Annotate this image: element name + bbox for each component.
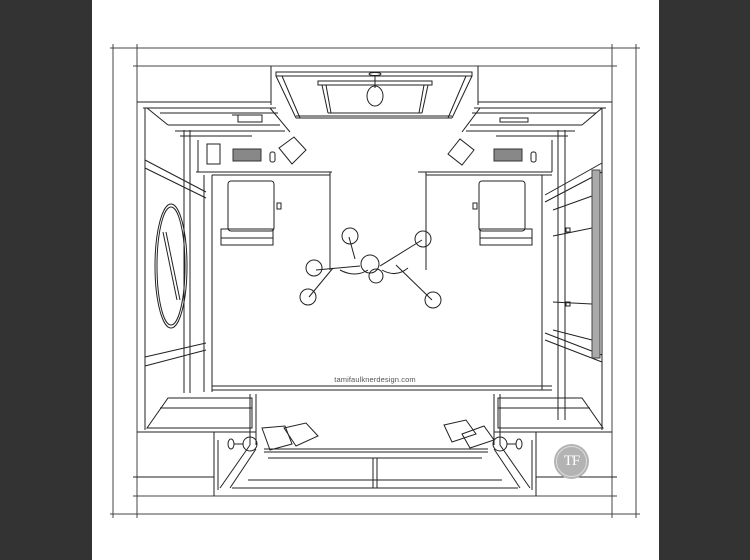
window-seat	[217, 394, 533, 490]
right-desk	[418, 138, 553, 173]
left-desk	[196, 136, 332, 173]
left-wall	[144, 108, 213, 430]
right-upper-shelves	[461, 101, 612, 137]
pillows	[261, 419, 495, 451]
room-floor-outline	[212, 172, 552, 391]
right-bed	[472, 180, 533, 246]
ceiling-recess	[270, 66, 479, 119]
wall-sconces	[227, 436, 523, 452]
logo-initials: TF	[563, 453, 580, 469]
sputnik-chandelier-icon	[299, 227, 442, 309]
right-wall-windows	[544, 108, 603, 430]
tf-logo-badge: TF	[554, 444, 589, 479]
pendant-light-icon	[366, 72, 384, 107]
right-bench	[494, 397, 617, 496]
left-bench	[133, 397, 256, 496]
left-bed	[220, 180, 282, 246]
left-upper-shelves	[137, 101, 291, 137]
oval-mirror	[154, 203, 188, 329]
website-watermark: tamifaulknerdesign.com	[334, 375, 416, 384]
